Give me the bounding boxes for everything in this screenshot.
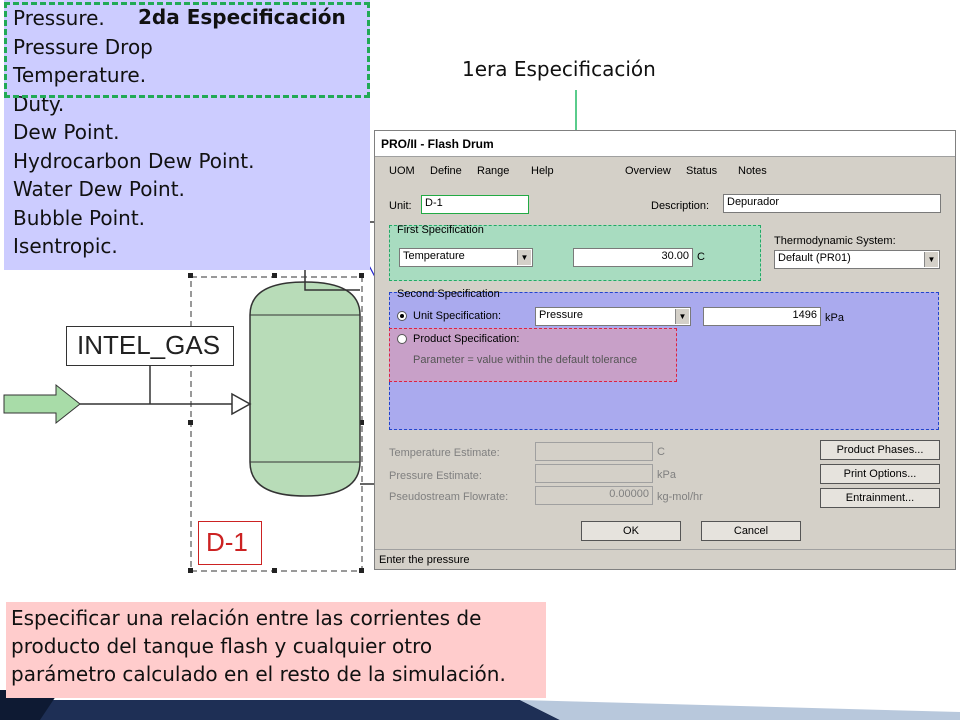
first-spec-value-input[interactable]: 30.00	[573, 248, 693, 267]
spec-item-bubble-point: Bubble Point.	[13, 206, 146, 230]
description-input[interactable]: Depurador	[723, 194, 941, 213]
print-options-button[interactable]: Print Options...	[820, 464, 940, 484]
first-spec-parameter-select[interactable]: Temperature ▼	[399, 248, 533, 267]
pressure-estimate-units: kPa	[657, 469, 676, 481]
dialog-title: PRO/II - Flash Drum	[381, 137, 494, 151]
menu-status[interactable]: Status	[686, 165, 718, 177]
first-spec-title: First Specification	[397, 224, 484, 236]
product-spec-label: Product Specification:	[413, 333, 520, 345]
unit-spec-radio[interactable]	[397, 311, 407, 321]
dialog-titlebar[interactable]: PRO/II - Flash Drum	[375, 131, 955, 157]
product-spec-box	[389, 328, 677, 382]
cancel-button[interactable]: Cancel	[701, 521, 801, 541]
temperature-estimate-input[interactable]	[535, 442, 653, 461]
inlet-arrowhead	[231, 392, 252, 416]
stream-label-box[interactable]	[66, 326, 234, 366]
second-spec-value-input[interactable]: 1496	[703, 307, 821, 326]
pseudostream-flowrate-label: Pseudostream Flowrate:	[389, 491, 509, 503]
product-phases-button[interactable]: Product Phases...	[820, 440, 940, 460]
second-spec-title: Second Specification	[397, 288, 500, 300]
spec-item-dew-point: Dew Point.	[13, 120, 120, 144]
spec-item-hc-dew-point: Hydrocarbon Dew Point.	[13, 149, 255, 173]
pressure-estimate-input[interactable]	[535, 464, 653, 483]
description-label: Description:	[651, 200, 710, 212]
menu-bar: UOM Define Range Help Overview Status No…	[375, 163, 955, 181]
pseudostream-flowrate-units: kg-mol/hr	[657, 491, 703, 503]
unit-label-box[interactable]	[198, 521, 262, 565]
note-line-1: Especificar una relación entre las corri…	[11, 606, 482, 630]
thermo-system-value: Default (PR01)	[778, 252, 851, 264]
unit-spec-label: Unit Specification:	[413, 310, 502, 322]
entrainment-button[interactable]: Entrainment...	[820, 488, 940, 508]
unit-field-label: Unit:	[389, 200, 412, 212]
flash-drum-vessel[interactable]	[249, 281, 361, 497]
note-line-3: parámetro calculado en el resto de la si…	[11, 662, 506, 686]
spec-item-temperature: Temperature.	[13, 63, 147, 87]
product-spec-radio[interactable]	[397, 334, 407, 344]
chevron-down-icon[interactable]: ▼	[924, 252, 938, 267]
second-spec-parameter-select[interactable]: Pressure ▼	[535, 307, 691, 326]
inlet-stream-arrow[interactable]	[3, 383, 81, 425]
temperature-estimate-label: Temperature Estimate:	[389, 447, 500, 459]
second-spec-units: kPa	[825, 312, 844, 324]
thermo-system-select[interactable]: Default (PR01) ▼	[774, 250, 940, 269]
note-line-2: producto del tanque flash y cualquier ot…	[11, 634, 433, 658]
pressure-estimate-label: Pressure Estimate:	[389, 470, 482, 482]
first-spec-units: C	[697, 251, 705, 263]
selection-handles	[188, 273, 364, 573]
spec-item-isentropic: Isentropic.	[13, 234, 118, 258]
second-spec-highlight	[4, 2, 370, 98]
stream-label: INTEL_GAS	[77, 330, 221, 360]
menu-range[interactable]: Range	[477, 165, 510, 177]
chevron-down-icon[interactable]: ▼	[675, 309, 689, 324]
product-spec-expression[interactable]: Parameter = value within the default tol…	[413, 354, 638, 366]
unit-label: D-1	[206, 527, 248, 557]
ok-button[interactable]: OK	[581, 521, 681, 541]
first-spec-annotation: 1era Especificación	[462, 57, 656, 81]
status-bar: Enter the pressure	[375, 549, 955, 569]
first-spec-parameter-value: Temperature	[403, 250, 465, 262]
unit-name-input[interactable]: D-1	[421, 195, 529, 214]
thermo-label: Thermodynamic System:	[774, 235, 896, 247]
spec-item-pressure-drop: Pressure Drop	[13, 35, 153, 59]
spec-item-water-dew-point: Water Dew Point.	[13, 177, 185, 201]
pseudostream-flowrate-input[interactable]: 0.00000	[535, 486, 653, 505]
menu-uom[interactable]: UOM	[389, 165, 415, 177]
status-text: Enter the pressure	[379, 554, 470, 566]
chevron-down-icon[interactable]: ▼	[517, 250, 531, 265]
second-spec-annotation: 2da Especificación	[138, 5, 346, 29]
menu-help[interactable]: Help	[531, 165, 554, 177]
flash-drum-dialog: PRO/II - Flash Drum UOM Define Range Hel…	[374, 130, 956, 570]
second-spec-parameter-value: Pressure	[539, 309, 584, 321]
explanation-note: Especificar una relación entre las corri…	[6, 602, 546, 698]
menu-define[interactable]: Define	[430, 165, 462, 177]
menu-overview[interactable]: Overview	[625, 165, 671, 177]
bottom-decoration	[0, 690, 960, 720]
spec-type-list: Pressure. Pressure Drop Temperature. Dut…	[4, 0, 370, 270]
temperature-estimate-units: C	[657, 446, 665, 458]
spec-item-pressure: Pressure.	[13, 6, 105, 30]
menu-notes[interactable]: Notes	[738, 165, 767, 177]
